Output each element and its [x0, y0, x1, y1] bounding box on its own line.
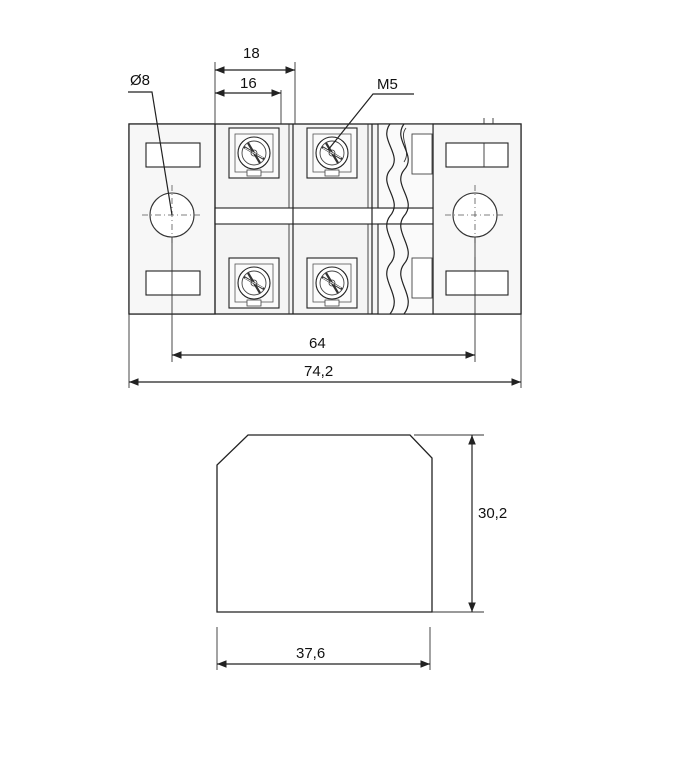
side-view [216, 434, 433, 613]
screw-terminal-2-top [305, 126, 359, 180]
screw-terminal-1-bottom [227, 256, 281, 310]
thread-label: M5 [377, 76, 398, 93]
dimension-labels-top: 18 16 Ø8 M5 64 74,2 [130, 45, 398, 380]
width-label: 37,6 [296, 645, 325, 662]
right-bottom-slot [445, 270, 509, 296]
dimension-lines-top [128, 62, 522, 388]
dimension-lines-side [216, 434, 484, 670]
center-divider-strip [214, 207, 434, 225]
break-section [377, 123, 434, 315]
hole-spacing-label: 64 [309, 335, 326, 352]
inner-width-label: 16 [240, 75, 257, 92]
overall-length-label: 74,2 [304, 363, 333, 380]
screw-terminal-2-bottom [305, 256, 359, 310]
left-bottom-slot [145, 270, 201, 296]
hole-diameter-label: Ø8 [130, 72, 150, 89]
left-top-slot [145, 142, 201, 168]
right-top-slot [445, 142, 509, 168]
height-label: 30,2 [478, 505, 507, 522]
top-view [128, 118, 522, 315]
pitch-label: 18 [243, 45, 260, 62]
screw-terminal-1-top [227, 126, 281, 180]
side-profile [216, 434, 433, 613]
break-line-right [400, 123, 409, 315]
dimension-labels-side: 30,2 37,6 [296, 505, 507, 662]
break-line-left [386, 123, 395, 315]
